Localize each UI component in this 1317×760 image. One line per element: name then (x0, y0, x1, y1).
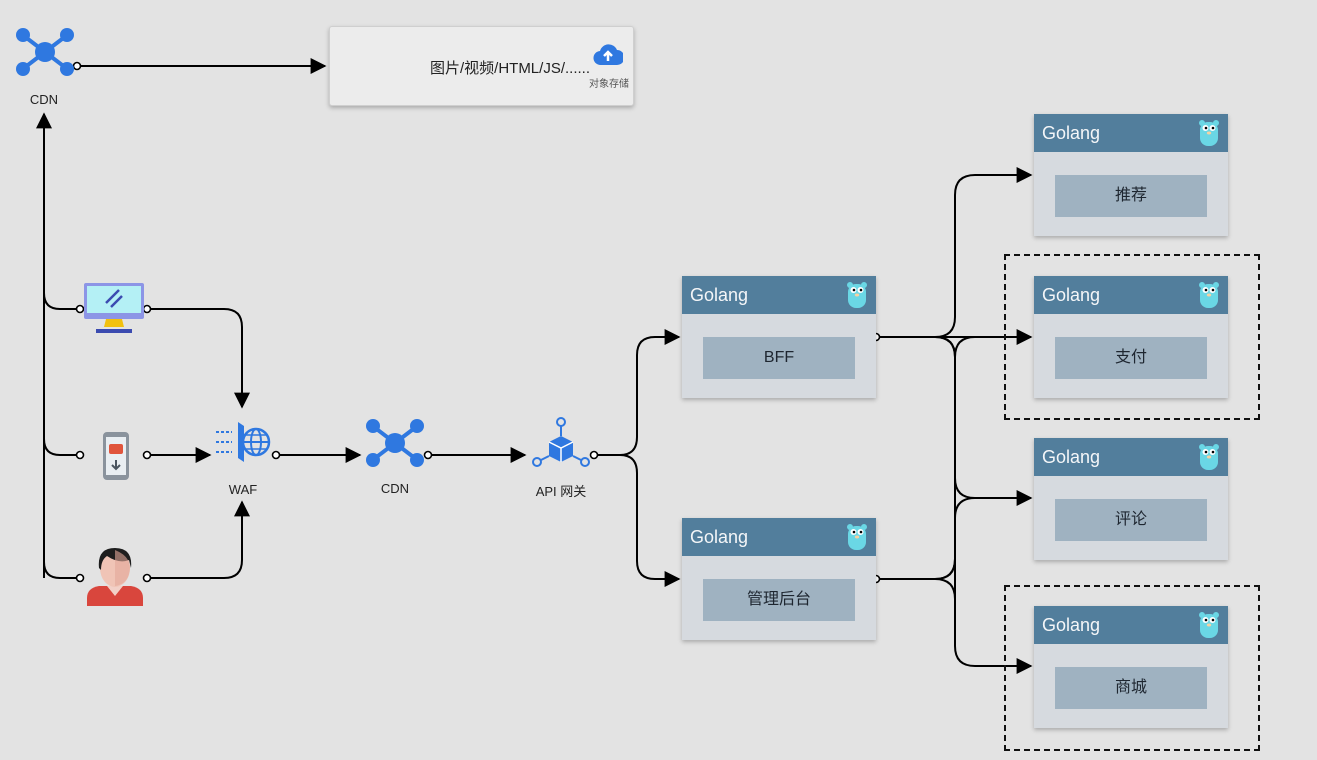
cdn-top-label: CDN (29, 92, 59, 107)
service-recommend[interactable]: Golang 推荐 (1034, 114, 1228, 236)
cdn-network-icon (16, 28, 74, 76)
gopher-icon (1199, 282, 1219, 308)
gopher-icon (1199, 444, 1219, 470)
service-header: Golang (1034, 276, 1228, 314)
cdn-top-node[interactable] (16, 28, 74, 78)
service-name: 商城 (1055, 667, 1207, 709)
cdn-mid-label: CDN (380, 481, 410, 496)
edge-api-admin (594, 454, 681, 587)
edge-user-waf (147, 500, 250, 579)
gopher-icon (1199, 120, 1219, 146)
edge-admin-comment (876, 497, 976, 580)
gopher-icon (847, 282, 867, 308)
service-bff[interactable]: Golang BFF (682, 276, 876, 398)
service-name: 管理后台 (703, 579, 855, 621)
edge-mobile-trunk (43, 438, 80, 456)
service-header: Golang (682, 518, 876, 556)
edge-admin-mall (876, 578, 956, 646)
user-avatar-icon (87, 548, 143, 606)
waf-node[interactable] (214, 418, 272, 466)
edge-api-bff (594, 329, 681, 456)
service-header: Golang (1034, 114, 1228, 152)
service-name: 推荐 (1055, 175, 1207, 217)
storage-caption: 对象存储 (589, 79, 629, 90)
payment-dashed-group (1004, 254, 1260, 420)
api-gateway-label: API 网关 (535, 484, 587, 499)
edge-admin-payment (876, 336, 976, 580)
object-storage-box[interactable]: 图片/视频/HTML/JS/...... 对象存储 (329, 26, 634, 106)
cdn-mid-node[interactable] (366, 419, 424, 469)
gopher-icon (1199, 612, 1219, 638)
edge-desktop-trunk (43, 292, 80, 310)
mall-dashed-group (1004, 585, 1260, 751)
service-payment[interactable]: Golang 支付 (1034, 276, 1228, 398)
service-header: Golang (682, 276, 876, 314)
service-name: BFF (703, 337, 855, 379)
service-admin[interactable]: Golang 管理后台 (682, 518, 876, 640)
edge-user-trunk (43, 561, 80, 579)
edge-desktop-waf (147, 308, 250, 409)
service-name: 支付 (1055, 337, 1207, 379)
storage-contents-text: 图片/视频/HTML/JS/...... (429, 60, 590, 77)
waf-firewall-icon (216, 422, 271, 462)
desktop-monitor-icon (84, 283, 144, 333)
mobile-phone-icon (103, 432, 129, 480)
service-header: Golang (1034, 606, 1228, 644)
cdn-network-icon (366, 419, 424, 467)
desktop-client[interactable] (84, 283, 144, 335)
mobile-client[interactable] (103, 432, 129, 480)
service-comment[interactable]: Golang 评论 (1034, 438, 1228, 560)
waf-label: WAF (228, 482, 258, 497)
gopher-icon (847, 524, 867, 550)
service-name: 评论 (1055, 499, 1207, 541)
user-client[interactable] (85, 546, 145, 606)
api-gateway-icon (532, 417, 590, 467)
api-gateway-node[interactable] (531, 416, 591, 470)
service-mall[interactable]: Golang 商城 (1034, 606, 1228, 728)
cloud-upload-icon (593, 44, 623, 66)
service-header: Golang (1034, 438, 1228, 476)
